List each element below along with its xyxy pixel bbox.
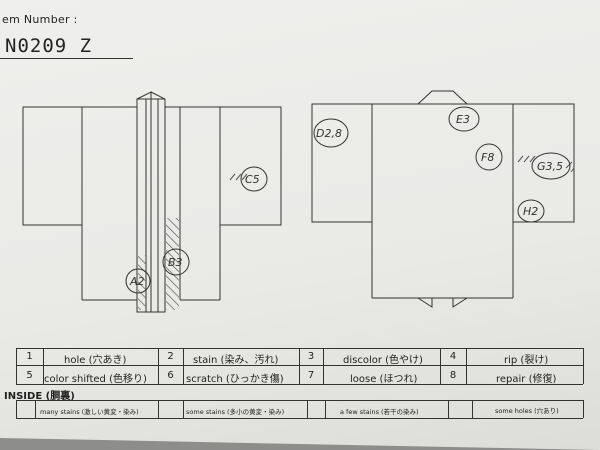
- legend-label-2: stain (染み、汚れ): [193, 355, 279, 366]
- inside-label: INSIDE (胴裏): [4, 391, 75, 402]
- front-view-diagram: [22, 91, 282, 313]
- legend-num-4: 4: [449, 351, 457, 362]
- front-annotation-c5: C5: [245, 173, 260, 186]
- back-annotation-d28: D2,8: [316, 127, 342, 140]
- legend-label-7: loose (ほつれ): [350, 374, 418, 385]
- back-annotation-f8: F8: [481, 151, 494, 164]
- front-annotation-a2: A2: [129, 275, 145, 288]
- back-annotation-h2: H2: [523, 205, 538, 218]
- legend-num-6: 6: [167, 370, 174, 381]
- inside-option-some-holes: some holes (穴あり): [495, 407, 559, 415]
- inside-option-few-stains: a few stains (若干の染み): [340, 408, 419, 416]
- legend-label-8: repair (修復): [496, 374, 557, 385]
- legend-num-8: 8: [449, 370, 457, 381]
- legend-label-6: scratch (ひっかき傷): [186, 374, 284, 385]
- legend-num-3: 3: [307, 351, 315, 362]
- legend-label-5: color shifted (色移り): [44, 374, 147, 385]
- item-code: N0209 Z: [5, 35, 93, 57]
- item-number-label: em Number :: [2, 13, 78, 26]
- back-view-diagram: [311, 90, 575, 308]
- front-annotation-b3: B3: [168, 256, 183, 269]
- legend-label-3: discolor (色やけ): [343, 355, 423, 366]
- legend-num-5: 5: [26, 370, 33, 381]
- inside-option-some-stains: some stains (多小の黄変・染み): [186, 408, 285, 416]
- legend-num-1: 1: [26, 351, 33, 362]
- legend-num-2: 2: [167, 351, 174, 362]
- legend-label-4: rip (裂け): [504, 355, 549, 366]
- inside-option-many-stains: many stains (激しい黄変・染み): [40, 408, 139, 416]
- back-annotation-g35: G3,5: [537, 160, 563, 173]
- item-underline: [0, 58, 133, 59]
- legend-label-1: hole (穴あき): [64, 355, 127, 366]
- legend-num-7: 7: [307, 370, 315, 381]
- back-annotation-e3: E3: [456, 113, 470, 126]
